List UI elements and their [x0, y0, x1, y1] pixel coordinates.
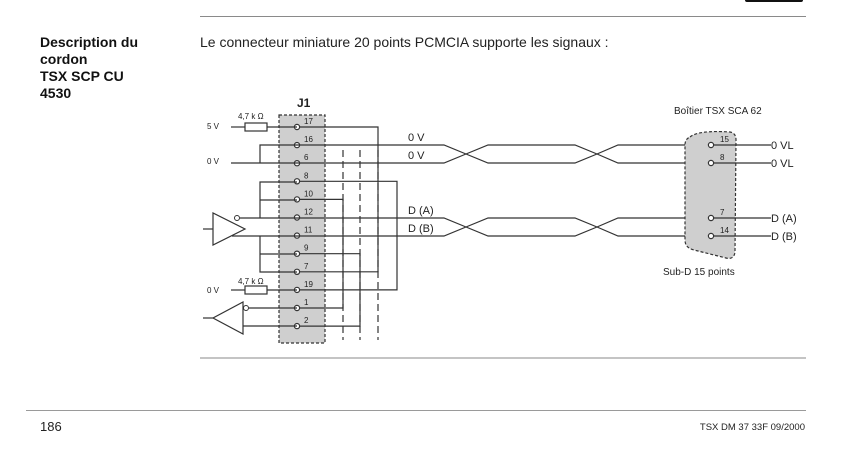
sub-d-pin-number: 14 — [720, 226, 729, 235]
sub-d-signal-label: 0 VL — [771, 158, 794, 170]
j1-pin — [293, 178, 301, 185]
document-reference: TSX DM 37 33F 09/2000 — [699, 422, 805, 433]
j1-pin-number: 8 — [304, 171, 309, 180]
sub-d-pin — [707, 214, 715, 222]
j1-label: J1 — [297, 96, 311, 110]
j1-pin-number: 9 — [304, 244, 309, 253]
j1-pin-number: 6 — [304, 153, 309, 162]
j1-pin-number: 7 — [304, 262, 309, 271]
sub-d-pin — [707, 141, 715, 149]
side-title-line: Description du — [40, 34, 139, 50]
sub-d-caption: Sub-D 15 points — [663, 267, 735, 278]
cable-data-pair — [297, 217, 713, 237]
j1-pin-number: 2 — [304, 316, 309, 325]
cable-label: D (A) — [408, 205, 434, 217]
label-resistor-bottom: 4,7 k Ω — [238, 277, 264, 286]
receiver-icon — [211, 301, 244, 335]
label-resistor-top: 4,7 k Ω — [238, 112, 264, 121]
sub-d-pin — [707, 232, 715, 240]
sub-d-title: Boîtier TSX SCA 62 — [674, 106, 762, 117]
top-tab-mark — [745, 0, 803, 2]
sub-d-pin-number: 15 — [720, 135, 729, 144]
resistor-top-icon — [244, 122, 268, 132]
cable-label: 0 V — [408, 150, 425, 162]
label-5v: 5 V — [207, 122, 220, 131]
section-side-title: Description du cordon TSX SCP CU 4530 — [40, 34, 190, 102]
side-title-line: TSX SCP CU — [40, 68, 124, 84]
sub-d-signal-label: D (A) — [771, 213, 797, 225]
footer-rule — [26, 410, 806, 411]
page-number: 186 — [40, 419, 62, 434]
loopback-wire — [300, 253, 361, 327]
j1-pin-number: 1 — [304, 298, 309, 307]
label-0v-top: 0 V — [207, 157, 220, 166]
cable-0v-pair — [297, 144, 713, 164]
j1-connector-body — [278, 114, 326, 344]
sub-d-pin-number: 7 — [720, 208, 725, 217]
j1-pin-number: 16 — [304, 135, 313, 144]
side-title-line: 4530 — [40, 85, 72, 101]
j1-pin-number: 17 — [304, 117, 313, 126]
sub-d-signal-label: D (B) — [771, 231, 797, 243]
cable-label: D (B) — [408, 223, 434, 235]
side-title-line: cordon — [40, 51, 88, 67]
sub-d-signal-label: 0 VL — [771, 140, 794, 152]
j1-pin-number: 12 — [304, 208, 313, 217]
label-0v-bottom: 0 V — [207, 286, 220, 295]
sub-d-pins: 15 0 VL 8 0 VL 7 D (A) 14 D (B) — [707, 135, 797, 243]
j1-pin-number: 19 — [304, 280, 313, 289]
sub-d-pin — [707, 159, 715, 167]
sub-d-connector-body — [684, 130, 737, 259]
intro-paragraph: Le connecteur miniature 20 points PCMCIA… — [200, 34, 609, 50]
top-rule — [200, 16, 806, 17]
j1-pin-number: 11 — [304, 226, 313, 235]
cable-label: 0 V — [408, 132, 425, 144]
j1-pin-number: 10 — [304, 189, 313, 198]
resistor-bottom-icon — [244, 285, 268, 295]
sub-d-pin-number: 8 — [720, 153, 725, 162]
